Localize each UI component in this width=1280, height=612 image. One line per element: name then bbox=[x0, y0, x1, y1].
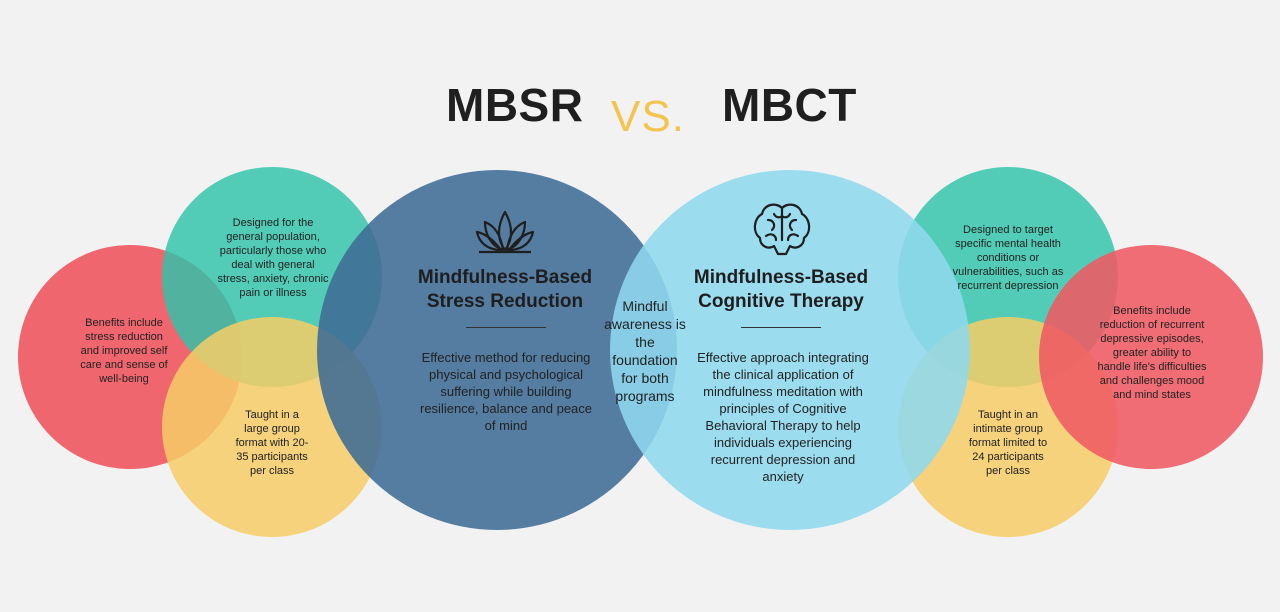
mbsr-heading-line1: Mindfulness-Based bbox=[417, 267, 593, 288]
lotus-icon bbox=[475, 210, 535, 254]
mbct-description: Effective approach integrating the clini… bbox=[697, 350, 869, 484]
mbsr-format-text: Taught in a large group format with 20-3… bbox=[235, 409, 309, 477]
mbsr-benefits-text: Benefits include stress reduction and im… bbox=[80, 317, 168, 385]
mbct-heading-line2: Cognitive Therapy bbox=[698, 291, 864, 312]
mbct-format-text: Taught in an intimate group format limit… bbox=[968, 409, 1048, 477]
mbsr-population-text: Designed for the general population, par… bbox=[217, 217, 329, 299]
mbsr-main-circle bbox=[317, 170, 677, 530]
mbct-benefits-circle bbox=[1039, 245, 1263, 469]
mbct-main-circle bbox=[610, 170, 970, 530]
mbsr-title: MBSR bbox=[446, 79, 584, 131]
mbct-population-text: Designed to target specific mental healt… bbox=[952, 224, 1064, 292]
mbct-divider bbox=[741, 327, 821, 328]
mbsr-heading-line2: Stress Reduction bbox=[426, 291, 584, 312]
brain-icon bbox=[753, 203, 811, 256]
mbct-heading-line1: Mindfulness-Based bbox=[693, 267, 869, 288]
mbct-heading: Mindfulness-Based Cognitive Therapy bbox=[682, 266, 880, 314]
mbsr-divider bbox=[466, 327, 546, 328]
mbct-title: MBCT bbox=[722, 79, 857, 131]
shared-foundation-text: Mindful awareness is the foundation for … bbox=[604, 298, 686, 404]
mbct-benefits-text: Benefits include reduction of recurrent … bbox=[1097, 305, 1207, 401]
mbsr-description: Effective method for reducing physical a… bbox=[420, 350, 593, 433]
mbsr-heading: Mindfulness-Based Stress Reduction bbox=[407, 266, 603, 314]
vs-label: VS. bbox=[611, 92, 685, 141]
